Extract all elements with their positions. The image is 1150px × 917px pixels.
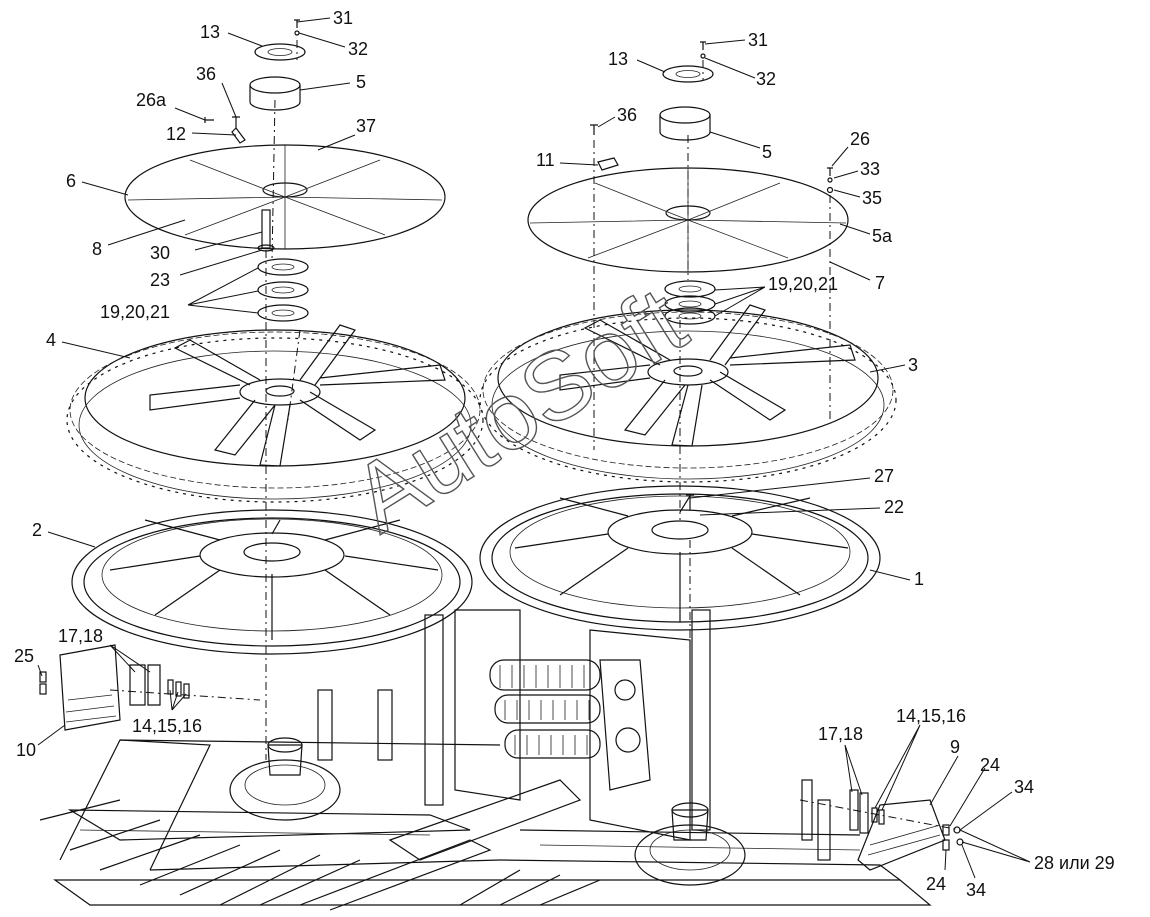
callout-14-15-16-right: 14,15,16 xyxy=(896,706,966,726)
callout-26a: 26a xyxy=(136,90,167,110)
callout-17-18-left: 17,18 xyxy=(58,626,103,646)
callout-5a: 5a xyxy=(872,226,893,246)
callout-34-upper: 34 xyxy=(1014,777,1034,797)
callout-19-20-21-left: 19,20,21 xyxy=(100,302,170,322)
machine-frame xyxy=(39,609,932,911)
callout-31-right: 31 xyxy=(748,30,768,50)
callout-1: 1 xyxy=(914,569,924,589)
callout-30: 30 xyxy=(150,243,170,263)
callout-13-left: 13 xyxy=(200,22,220,42)
left-cover-plate xyxy=(124,144,446,252)
callout-33: 33 xyxy=(860,159,880,179)
left-top-ring xyxy=(254,43,306,61)
callout-32-left: 32 xyxy=(348,39,368,59)
callout-13-right: 13 xyxy=(608,49,628,69)
callout-7: 7 xyxy=(875,273,885,293)
callout-19-20-21-right: 19,20,21 xyxy=(768,274,838,294)
watermark-text: AutoSoft xyxy=(334,267,703,553)
callout-22: 22 xyxy=(884,497,904,517)
callout-34-lower: 34 xyxy=(966,880,986,900)
callout-9: 9 xyxy=(950,737,960,757)
callout-17-18-right: 17,18 xyxy=(818,724,863,744)
left-sprocket-disc xyxy=(66,324,484,503)
callout-12: 12 xyxy=(166,124,186,144)
left-lower-wheel xyxy=(71,509,473,655)
callout-35: 35 xyxy=(862,188,882,208)
callout-labels: 31 32 13 5 36 26a 12 37 6 8 30 23 19,20,… xyxy=(14,8,1115,900)
callout-11: 11 xyxy=(536,150,555,170)
callout-31-left: 31 xyxy=(333,8,353,28)
callout-37: 37 xyxy=(356,116,376,136)
leader-lines xyxy=(37,17,1031,879)
callout-24-upper: 24 xyxy=(980,755,1000,775)
callout-2: 2 xyxy=(32,520,42,540)
callout-3: 3 xyxy=(908,355,918,375)
callout-26: 26 xyxy=(850,129,870,149)
callout-36-right: 36 xyxy=(617,105,637,125)
callout-8: 8 xyxy=(92,239,102,259)
callout-25: 25 xyxy=(14,646,34,666)
callout-24-lower: 24 xyxy=(926,874,946,894)
callout-5-right: 5 xyxy=(762,142,772,162)
callout-27: 27 xyxy=(874,466,894,486)
left-sleeve xyxy=(249,76,301,111)
callout-28-or-29: 28 или 29 xyxy=(1034,853,1115,873)
callout-4: 4 xyxy=(46,330,56,350)
callout-14-15-16-left: 14,15,16 xyxy=(132,716,202,736)
callout-32-right: 32 xyxy=(756,69,776,89)
callout-36-left: 36 xyxy=(196,64,216,84)
left-shim-stack xyxy=(257,258,309,322)
right-top-ring xyxy=(662,65,714,83)
callout-10: 10 xyxy=(16,740,36,760)
right-sleeve xyxy=(659,106,711,141)
callout-6: 6 xyxy=(66,171,76,191)
callout-5-left: 5 xyxy=(356,72,366,92)
right-sprocket-disc xyxy=(479,304,897,483)
callout-23: 23 xyxy=(150,270,170,290)
